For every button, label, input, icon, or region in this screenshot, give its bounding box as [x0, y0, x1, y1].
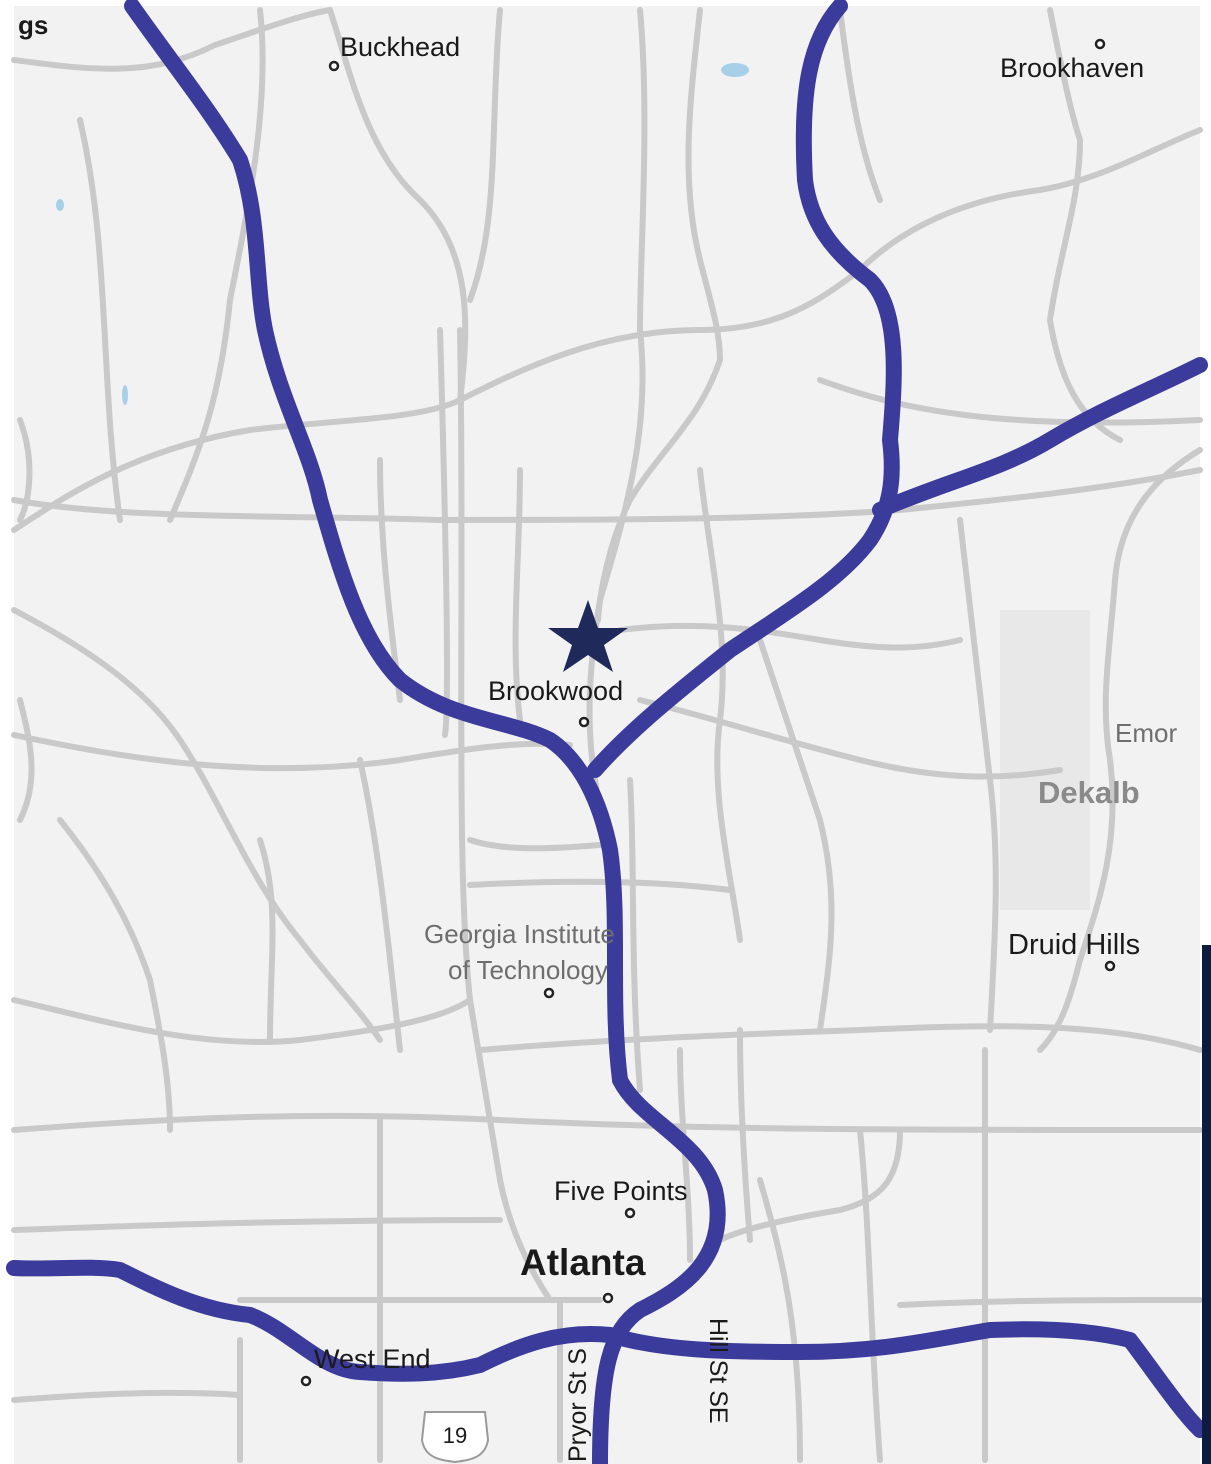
place-label-atlanta[interactable]: Atlanta [520, 1242, 646, 1283]
interstate-highways [6, 0, 1208, 1464]
i20-west-segment [6, 1259, 618, 1382]
i20-east-segment [602, 1321, 1208, 1438]
route-shield-label: 19 [443, 1423, 467, 1448]
place-dots [300, 38, 1116, 1387]
place-label-georgia-tech-line2[interactable]: of Technology [448, 955, 608, 985]
downtown-connector [592, 1072, 726, 1464]
street-label-hill: Hill St SE [704, 1318, 732, 1424]
star-icon[interactable] [548, 600, 628, 672]
place-label-georgia-tech-line1[interactable]: Georgia Institute [424, 919, 615, 949]
place-label-buckhead[interactable]: Buckhead [340, 32, 460, 62]
i85-east-segment [872, 357, 1208, 518]
place-label-brookhaven[interactable]: Brookhaven [1000, 53, 1144, 83]
place-label-gs[interactable]: gs [18, 10, 48, 40]
place-label-brookwood[interactable]: Brookwood [488, 676, 623, 706]
emory-area [1000, 610, 1090, 910]
us-19-shield: 19 [420, 1411, 490, 1464]
place-label-druid-hills[interactable]: Druid Hills [1008, 929, 1140, 961]
place-label-emory[interactable]: Emor [1115, 718, 1177, 748]
place-label-five-points[interactable]: Five Points [554, 1176, 688, 1206]
water-features [56, 63, 749, 405]
street-label-pryor: Pryor St S [564, 1348, 592, 1462]
i85-north-segment [587, 0, 902, 778]
side-accent-bar [1202, 945, 1211, 1464]
place-label-west-end[interactable]: West End [314, 1344, 431, 1374]
i75-north-segment [124, 0, 628, 1088]
county-label-dekalb: Dekalb [1038, 775, 1140, 810]
